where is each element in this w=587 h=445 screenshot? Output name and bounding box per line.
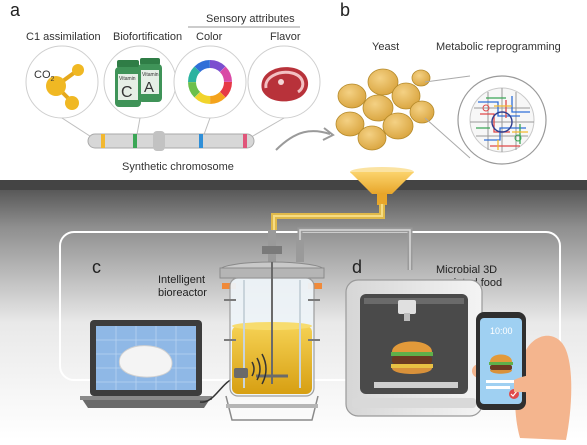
color-label: Color bbox=[196, 31, 223, 43]
printed-food-label-line1: Microbial 3D bbox=[436, 264, 497, 276]
laptop-icon bbox=[80, 320, 212, 408]
sensor-probe bbox=[234, 368, 248, 378]
sound-wave-icon bbox=[251, 353, 267, 385]
zoom-line-top bbox=[424, 75, 471, 83]
biofortification-label: Biofortification bbox=[113, 31, 182, 43]
print-head bbox=[398, 300, 416, 314]
vitamin-a-text: Vitamin bbox=[142, 72, 159, 78]
synthetic-chromosome bbox=[87, 131, 255, 151]
band-pink bbox=[243, 134, 247, 148]
yeast-label: Yeast bbox=[372, 41, 399, 53]
c1-assimilation-label: C1 assimilation bbox=[26, 31, 101, 43]
band-green bbox=[133, 134, 137, 148]
meat-steak-icon bbox=[261, 67, 309, 102]
feed-pipe-highlight bbox=[273, 204, 383, 230]
funnel bbox=[350, 167, 414, 205]
smartphone-icon: 10:00 bbox=[476, 312, 526, 410]
thumb bbox=[514, 374, 560, 394]
flavor-circle bbox=[247, 45, 321, 119]
panel-a-letter: a bbox=[10, 0, 21, 20]
metabolic-network-circle bbox=[457, 75, 547, 165]
vitamin-a-letter: A bbox=[144, 79, 154, 96]
vitamin-c-text: Vitamin bbox=[119, 76, 136, 82]
phone-burger-icon bbox=[489, 354, 513, 374]
band-yellow bbox=[101, 134, 105, 148]
metabolic-reprogramming-label: Metabolic reprogramming bbox=[436, 41, 561, 53]
background-band-top bbox=[0, 180, 587, 190]
vitamin-c-letter: C bbox=[121, 84, 133, 101]
bioreactor-label-line2: bioreactor bbox=[158, 287, 207, 299]
co2-formula: CO2 bbox=[34, 69, 55, 83]
synthetic-chromosome-label: Synthetic chromosome bbox=[122, 161, 234, 173]
color-wheel-icon bbox=[188, 60, 232, 104]
phone-time: 10:00 bbox=[490, 326, 513, 336]
hamburger-icon bbox=[391, 341, 433, 374]
color-circle bbox=[173, 45, 247, 119]
yeast-cluster bbox=[335, 68, 435, 151]
arrow-a-to-b-head bbox=[322, 127, 335, 141]
panel-d-letter: d bbox=[352, 257, 362, 277]
transfer-pipe-highlight bbox=[299, 229, 411, 270]
reactor-port-2 bbox=[296, 240, 304, 262]
c1-assimilation-circle: CO2 bbox=[25, 45, 99, 119]
bioreactor bbox=[219, 230, 325, 421]
biofortification-circle: Vitamin C Vitamin A bbox=[103, 45, 177, 119]
vitamin-bottles-icon bbox=[115, 58, 162, 107]
arrow-a-to-b bbox=[275, 130, 331, 151]
co2-molecule-icon bbox=[46, 64, 84, 110]
bioreactor-label-line1: Intelligent bbox=[158, 274, 205, 286]
band-blue bbox=[199, 134, 203, 148]
zoom-line-bottom bbox=[424, 117, 471, 159]
panel-c-letter: c bbox=[92, 257, 101, 277]
sensory-attributes-label: Sensory attributes bbox=[206, 13, 295, 25]
panel-b-letter: b bbox=[340, 0, 350, 20]
flavor-label: Flavor bbox=[270, 31, 301, 43]
